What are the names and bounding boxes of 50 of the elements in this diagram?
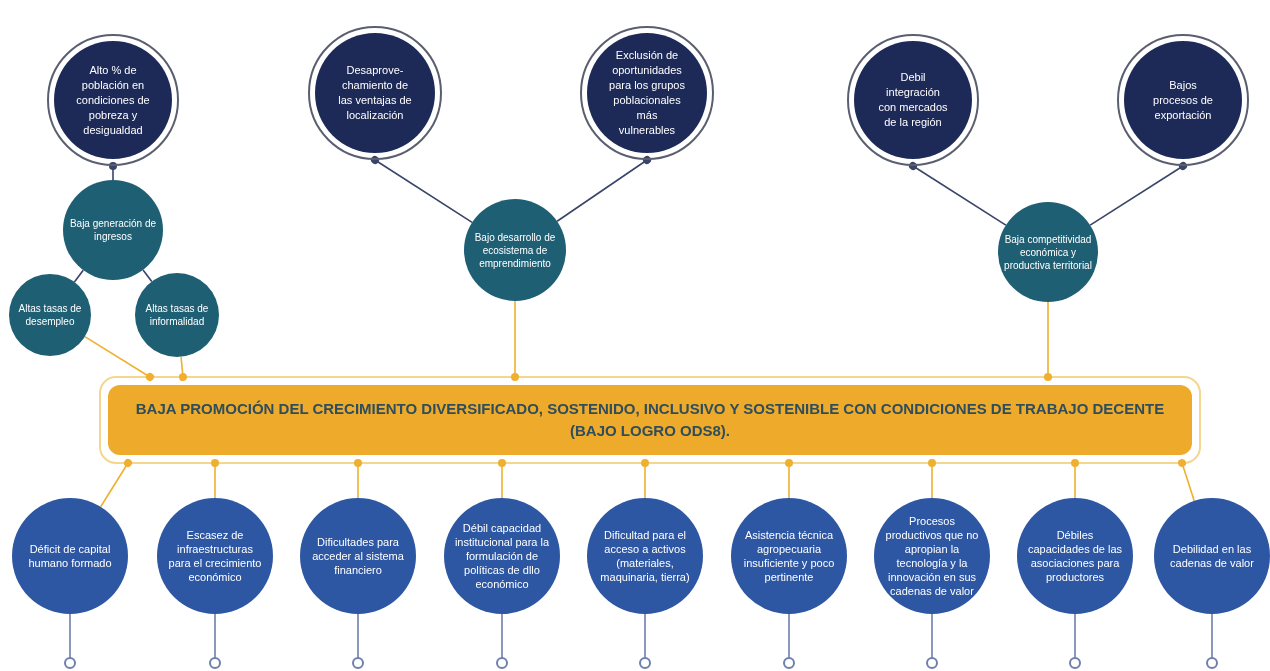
connector-line xyxy=(1089,162,1187,226)
circle-text: Débil capacidad institucional para la formulación de políticas de dllo económico xyxy=(453,521,551,591)
connector-line xyxy=(639,613,651,669)
circle-text: Debil integración con mercados de la región xyxy=(877,70,949,130)
connector-line xyxy=(142,269,153,283)
connector-line xyxy=(641,459,649,499)
connector-line xyxy=(64,613,76,669)
circle-text: Alto % de población en condiciones de pobreza y desigualdad xyxy=(75,62,151,138)
connector-line xyxy=(209,613,221,669)
connector-line xyxy=(511,300,519,381)
circle-text: Débiles capacidades de las asociaciones para productores xyxy=(1026,528,1124,584)
circle-text: Bajos procesos de exportación xyxy=(1152,77,1214,123)
connector-line xyxy=(352,613,364,669)
connector-line xyxy=(354,459,362,499)
connector-line xyxy=(371,156,473,224)
circle-text: Altas tasas de informalidad xyxy=(144,302,210,328)
connector-line xyxy=(498,459,506,499)
problem-banner xyxy=(108,385,1192,455)
problem-text: BAJA PROMOCIÓN DEL CRECIMIENTO DIVERSIFICADO, SOSTENIDO, INCLUSIVO Y SOSTENIBLE CON CONDICIONES DE TRABAJO DECENTE (BAJO LOGRO ODS8). xyxy=(134,399,1166,441)
connector-line xyxy=(1178,459,1195,502)
connector-line xyxy=(1071,459,1079,499)
connector-line xyxy=(84,335,154,381)
circle-text: Déficit de capital humano formado xyxy=(27,542,113,570)
circle-text: Desaprove-chamiento de las ventajas de localización xyxy=(337,63,413,123)
connector-line xyxy=(928,459,936,499)
connector-line xyxy=(1206,613,1218,669)
connector-line xyxy=(109,162,117,181)
connector-line xyxy=(926,613,938,669)
connector-line xyxy=(179,356,187,381)
circle-text: Bajo desarrollo de ecosistema de emprendimiento xyxy=(473,230,557,270)
connector-line xyxy=(909,162,1007,226)
circle-text: Exclusión de oportunidades para los grupos poblacionales más vulnerables xyxy=(608,48,686,138)
circle-text: Escasez de infraestructuras para el crecimiento económico xyxy=(167,528,263,584)
circle-text: Dificultad para el acceso a activos (materiales, maquinaria, tierra) xyxy=(599,528,691,584)
connector-line xyxy=(211,459,219,499)
connector-line xyxy=(783,613,795,669)
connector-line xyxy=(496,613,508,669)
connector-line xyxy=(73,269,85,283)
circle-text: Dificultades para acceder al sistema financiero xyxy=(311,535,405,577)
circle-text: Baja competitividad económica y productiva territorial xyxy=(1003,232,1093,272)
circle-text: Asistencia técnica agropecuaria insuficiente y poco pertinente xyxy=(742,528,836,584)
connector-line xyxy=(1044,301,1052,381)
connector-line xyxy=(1069,613,1081,669)
circle-text: Procesos productivos que no apropian la tecnología y la innovación en sus cadenas de valor xyxy=(884,514,980,598)
connector-line xyxy=(99,459,132,508)
circle-text: Altas tasas de desempleo xyxy=(17,302,83,328)
connector-line xyxy=(785,459,793,499)
connector-line xyxy=(556,156,651,223)
circle-text: Debilidad en las cadenas de valor xyxy=(1169,542,1255,570)
circle-text: Baja generación de ingresos xyxy=(68,217,158,243)
